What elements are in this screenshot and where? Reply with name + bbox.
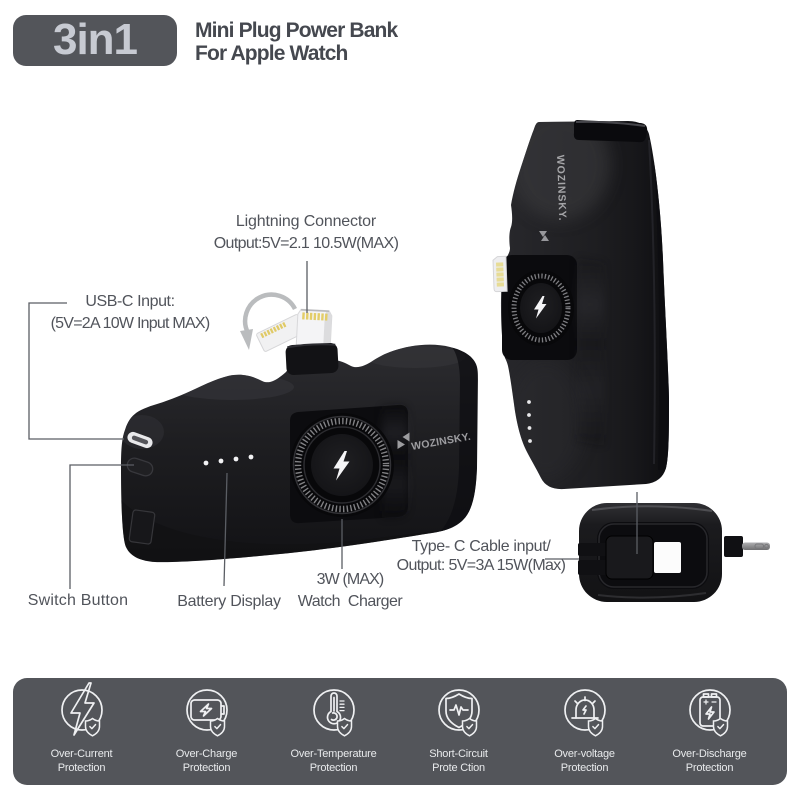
svg-text:WOZINSKY.: WOZINSKY.: [554, 155, 568, 222]
